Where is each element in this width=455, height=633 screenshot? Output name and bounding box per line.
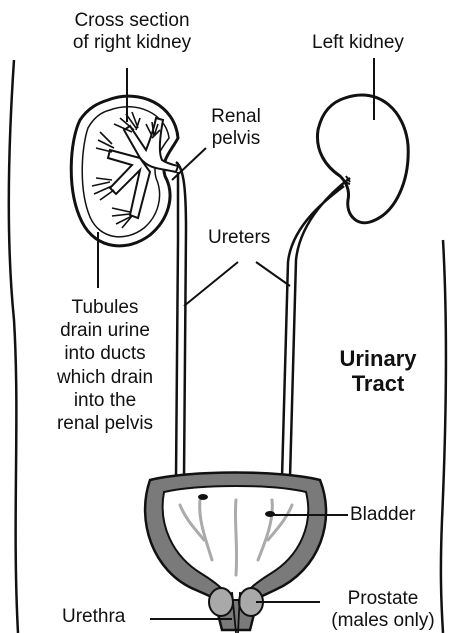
renal-pelvis-line-2: pelvis — [196, 128, 276, 150]
title-line-2: Tract — [318, 371, 438, 396]
cross-section-line-2: of right kidney — [52, 32, 212, 54]
urethra-label: Urethra — [62, 606, 125, 628]
bladder — [145, 473, 326, 631]
body-outline-left — [9, 60, 18, 633]
prostate-line-1: Prostate — [314, 588, 452, 610]
body-outline-right — [441, 240, 446, 633]
renal-pelvis-label: Renal pelvis — [196, 106, 276, 150]
prostate-line-2: (males only) — [314, 610, 452, 632]
ureters-label: Ureters — [208, 227, 270, 249]
tubules-line-6: renal pelvis — [40, 412, 170, 435]
leader-ureters-right — [184, 262, 238, 306]
left-ureter — [282, 178, 350, 478]
bladder-label: Bladder — [350, 504, 416, 526]
tubules-line-4: which drain — [40, 366, 170, 389]
left-kidney — [317, 95, 408, 223]
diagram-title: Urinary Tract — [318, 346, 438, 397]
left-kidney-label: Left kidney — [312, 32, 404, 54]
right-ureter — [176, 162, 186, 478]
tubules-line-3: into ducts — [40, 342, 170, 365]
renal-pelvis-line-1: Renal — [196, 106, 276, 128]
tubules-line-5: into the — [40, 389, 170, 412]
prostate-label: Prostate (males only) — [314, 588, 452, 632]
tubules-label: Tubules drain urine into ducts which dra… — [40, 296, 170, 435]
right-kidney-cross-section — [71, 96, 178, 246]
tubules-line-1: Tubules — [40, 296, 170, 319]
cross-section-label: Cross section of right kidney — [52, 10, 212, 54]
cross-section-line-1: Cross section — [52, 10, 212, 32]
leader-ureters-left — [256, 262, 290, 286]
tubules-line-2: drain urine — [40, 319, 170, 342]
title-line-1: Urinary — [318, 346, 438, 371]
